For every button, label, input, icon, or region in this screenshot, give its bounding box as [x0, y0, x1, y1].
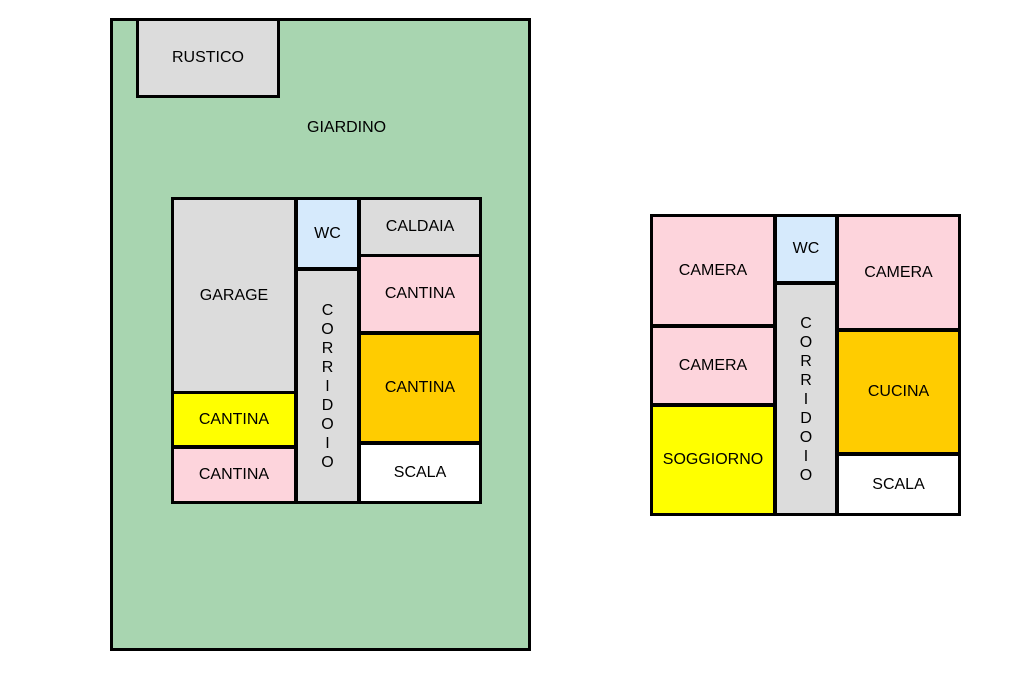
room-label: SCALA [393, 464, 447, 481]
room-label: CALDAIA [385, 218, 455, 235]
room-camera: CAMERA [650, 214, 776, 327]
room-label: CANTINA [198, 410, 270, 428]
room-cantina: CANTINA [171, 446, 297, 504]
room-cantina: CANTINA [171, 391, 297, 448]
room-label: WC [792, 240, 820, 257]
garden-label: GIARDINO [307, 119, 387, 136]
room-label: CANTINA [384, 285, 456, 302]
room-label: CANTINA [198, 466, 270, 483]
room-label: SCALA [872, 475, 925, 493]
room-caldaia: CALDAIA [358, 197, 482, 257]
room-scala: SCALA [836, 453, 961, 516]
room-wc: WC [774, 214, 838, 284]
room-soggiorno: SOGGIORNO [650, 404, 776, 516]
room-label: WC [314, 224, 341, 242]
room-label: CAMERA [678, 261, 748, 279]
room-cantina: CANTINA [358, 332, 482, 444]
room-label: CAMERA [864, 263, 933, 281]
room-label: GARAGE [199, 286, 269, 304]
room-label: SOGGIORNO [662, 451, 764, 468]
room-cucina: CUCINA [836, 329, 961, 455]
room-scala: SCALA [358, 442, 482, 504]
room-label: CAMERA [678, 356, 748, 374]
room-garage: GARAGE [171, 197, 297, 394]
room-cantina: CANTINA [358, 254, 482, 334]
room-label: CANTINA [384, 379, 456, 396]
room-wc: WC [295, 197, 360, 270]
room-label: CUCINA [867, 383, 930, 400]
room-camera: CAMERA [836, 214, 961, 331]
room-camera: CAMERA [650, 325, 776, 406]
room-rustico: RUSTICO [136, 18, 280, 98]
room-label: RUSTICO [172, 49, 244, 66]
